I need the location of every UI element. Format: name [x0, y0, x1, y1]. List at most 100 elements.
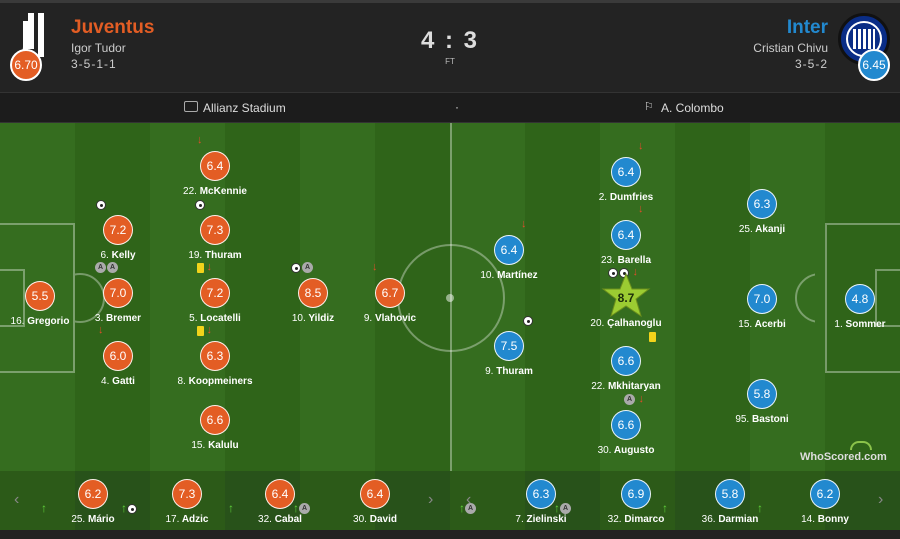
player-rating: 6.9	[621, 479, 651, 509]
player-kalulu[interactable]: 6.6 15. Kalulu	[155, 405, 275, 465]
sub-off-arrow-icon: ↓	[638, 203, 644, 216]
player-rating: 7.0	[747, 284, 777, 314]
player-rating: 7.5	[494, 331, 524, 361]
player-rating: 6.3	[747, 189, 777, 219]
sub-darmian[interactable]: ↑ 5.8 36. Darmian	[662, 479, 790, 539]
player-label: 5. Locatelli	[189, 313, 241, 324]
sub-david[interactable]: ↑A 6.4 30. David	[293, 479, 435, 539]
assist-icon: A	[95, 262, 106, 274]
player-thuram-inter[interactable]: 7.5 9. Thuram	[449, 315, 569, 391]
player-vlahovic[interactable]: ↓ 6.7 9. Vlahovic	[330, 262, 450, 338]
sub-on-arrow-icon: ↑	[293, 501, 299, 516]
player-mckennie[interactable]: ↓ 6.4 22. McKennie	[155, 135, 275, 211]
info-separator: ·	[455, 100, 459, 114]
assist-icon: A	[302, 262, 313, 274]
sub-adzic[interactable]: ↑ 7.3 17. Adzic	[121, 479, 247, 539]
sub-on-arrow-icon: ↑	[757, 501, 763, 516]
sub-cabal[interactable]: ↑ 6.4 32. Cabal	[220, 479, 340, 539]
player-label: 16. Gregorio	[10, 316, 70, 327]
sub-zielinski[interactable]: ↑A 6.3 7. Zielinski	[459, 479, 601, 539]
player-rating: 8.5	[298, 278, 328, 308]
player-rating: 6.4	[611, 157, 641, 187]
away-subs-prev-button[interactable]: ‹	[466, 491, 472, 508]
player-koopmeiners[interactable]: ↓ 6.3 8. Koopmeiners	[155, 325, 275, 401]
player-martinez[interactable]: ↓ 6.4 10. Martínez	[449, 219, 569, 295]
whistle-icon: ⚐	[644, 101, 654, 113]
center-spot	[446, 294, 454, 302]
assist-icon: A	[560, 503, 571, 515]
home-penalty-box	[0, 223, 75, 373]
player-sommer[interactable]: 4.8 1. Sommer	[800, 284, 900, 344]
sub-off-arrow-icon: ↓	[638, 393, 645, 406]
home-subs-prev-button[interactable]: ‹	[14, 491, 20, 508]
sub-dimarco[interactable]: ↑A 6.9 32. Dimarco	[554, 479, 696, 539]
player-rating: 6.6	[611, 346, 641, 376]
whoscored-watermark: WhoScored.com	[800, 451, 887, 463]
football-icon	[608, 267, 618, 278]
away-penalty-box	[825, 223, 900, 373]
player-label: 32. Dimarco	[607, 514, 665, 525]
player-gregorio[interactable]: 5.5 16. Gregorio	[0, 281, 100, 341]
venue-name: Allianz Stadium	[203, 101, 286, 115]
player-rating: 6.4	[200, 151, 230, 181]
player-label: 25. Mário	[71, 514, 115, 525]
home-subs-next-button[interactable]: ›	[428, 491, 434, 508]
whoscored-logo-icon	[850, 441, 872, 450]
player-rating: 5.5	[25, 281, 55, 311]
home-formation: 3-5-1-1	[71, 57, 117, 71]
player-thuram-juve[interactable]: 7.3 19. Thuram	[155, 199, 275, 275]
player-label: 30. David	[353, 514, 397, 525]
player-akanji[interactable]: 6.3 25. Akanji	[702, 189, 822, 249]
player-rating: 6.4	[611, 220, 641, 250]
assist-icon: A	[624, 394, 635, 406]
sub-off-arrow-icon: ↓	[206, 261, 213, 274]
player-label: 20. Çalhanoglu	[590, 318, 662, 329]
home-coach: Igor Tudor	[71, 41, 126, 55]
player-yildiz[interactable]: A 8.5 10. Yildiz	[253, 262, 373, 338]
player-label: 15. Kalulu	[191, 440, 239, 451]
sub-on-arrow-icon: ↑	[41, 501, 47, 516]
player-mkhitaryan[interactable]: 6.6 22. Mkhitaryan	[566, 346, 686, 406]
player-locatelli[interactable]: ↓ 7.2 5. Locatelli	[155, 262, 275, 338]
player-rating: 6.3	[526, 479, 556, 509]
away-subs-next-button[interactable]: ›	[878, 491, 884, 508]
home-team-rating-badge: 6.70	[10, 49, 42, 81]
player-acerbi[interactable]: 7.0 15. Acerbi	[702, 284, 822, 344]
assist-icon: A	[465, 503, 476, 515]
sub-on-arrow-icon: ↑	[459, 501, 465, 516]
player-rating: 6.7	[375, 278, 405, 308]
player-rating: 6.0	[103, 341, 133, 371]
man-of-the-match-star-icon	[601, 273, 651, 318]
sub-mario[interactable]: ↑ 6.2 25. Mário	[33, 479, 153, 539]
player-gatti[interactable]: ↓ 6.0 4. Gatti	[58, 325, 178, 401]
player-label: 8. Koopmeiners	[177, 376, 253, 387]
sub-off-arrow-icon: ↓	[521, 218, 527, 231]
player-label: 1. Sommer	[834, 319, 886, 330]
sub-off-arrow-icon: ↓	[372, 261, 378, 274]
player-rating: 6.6	[611, 410, 641, 440]
player-rating: 5.8	[747, 379, 777, 409]
home-team-name[interactable]: Juventus	[71, 17, 155, 38]
player-kelly[interactable]: 7.2 6. Kelly	[58, 199, 178, 275]
home-goal-box	[0, 269, 25, 327]
player-label: 95. Bastoni	[735, 414, 789, 425]
player-barella[interactable]: ↓ 6.4 23. Barella	[566, 204, 686, 280]
sub-on-arrow-icon: ↑	[121, 501, 127, 516]
player-bastoni[interactable]: 5.8 95. Bastoni	[702, 379, 822, 439]
player-rating: 7.2	[103, 215, 133, 245]
yellow-card-icon	[197, 325, 204, 336]
sub-bonny[interactable]: ↑ 6.2 14. Bonny	[757, 479, 885, 539]
player-label: 9. Vlahovic	[363, 313, 417, 324]
stadium-icon	[184, 101, 198, 112]
football-icon	[96, 199, 106, 210]
player-label: 25. Akanji	[738, 224, 786, 235]
away-team-name[interactable]: Inter	[786, 17, 828, 38]
referee-name: A. Colombo	[661, 101, 724, 115]
sub-off-arrow-icon: ↓	[206, 324, 213, 337]
away-team-rating-badge: 6.45	[858, 49, 890, 81]
player-augusto[interactable]: A ↓ 6.6 30. Augusto	[566, 394, 686, 470]
player-dumfries[interactable]: ↓ 6.4 2. Dumfries	[566, 141, 686, 217]
player-calhanoglu[interactable]: ↓ 8.7 20. Çalhanoglu	[566, 267, 686, 343]
